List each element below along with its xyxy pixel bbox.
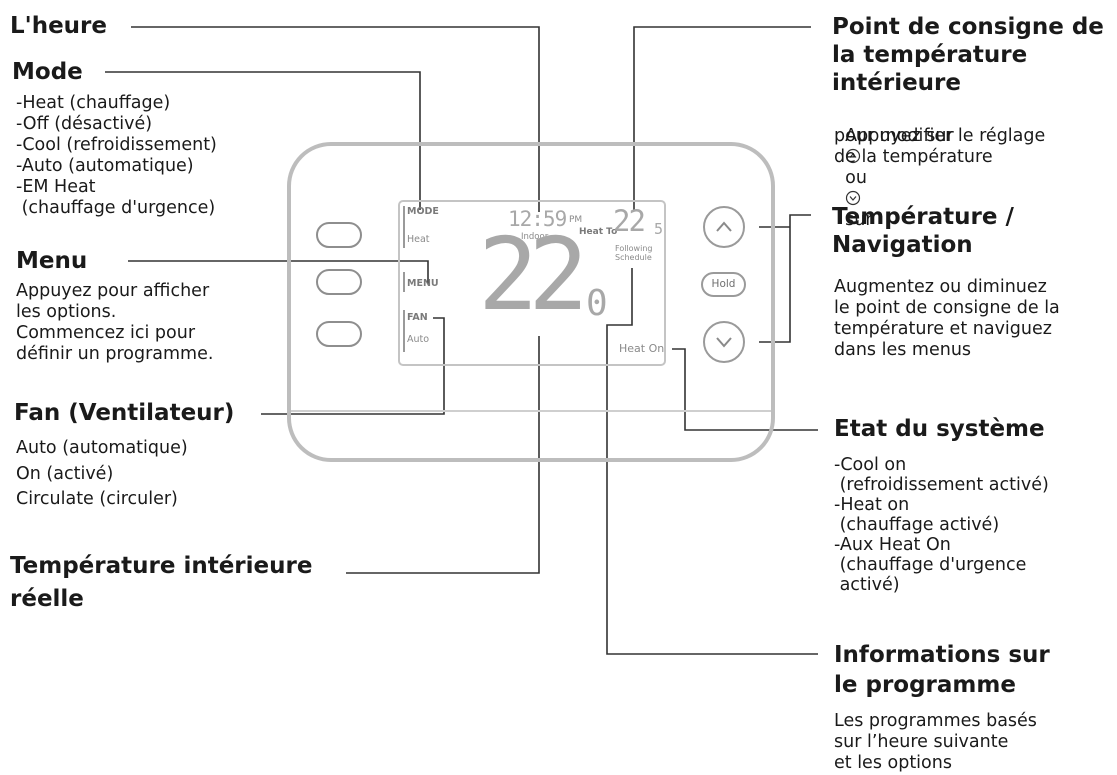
leader-setpoint <box>633 26 811 210</box>
display-heat-to-label: Heat To <box>579 227 618 237</box>
menu-callout-title: Menu <box>16 248 88 274</box>
thermostat-divider <box>291 410 771 412</box>
chevron-up-icon <box>716 221 732 232</box>
leader-menu <box>128 260 429 284</box>
time-callout-title: L'heure <box>10 13 107 39</box>
menu-indicator-bar <box>403 272 405 292</box>
fan-indicator-bar <box>403 310 405 352</box>
fan-button[interactable] <box>316 321 362 347</box>
display-following-label: Following <box>615 244 653 253</box>
down-button[interactable] <box>703 321 745 363</box>
system-callout-items: -Cool on (refroidissement activé) -Heat … <box>834 455 1049 595</box>
display-mode-value: Heat <box>407 234 430 245</box>
display-mode-label: MODE <box>407 206 439 217</box>
fan-callout-items: Auto (automatique) On (activé) Circulate… <box>16 438 188 509</box>
display-setpoint: 22 <box>613 204 646 238</box>
display-indoor-temperature-decimal: 0 <box>586 283 608 324</box>
display-indoor-temperature: 22 <box>478 216 588 333</box>
thermostat-screen <box>398 200 666 366</box>
leader-heure <box>131 26 540 212</box>
mode-callout-title: Mode <box>12 59 83 85</box>
mode-callout-items: -Heat (chauffage) -Off (désactivé) -Cool… <box>16 93 217 218</box>
indoor-callout-title-line1: Température intérieure <box>10 553 313 579</box>
indoor-callout-title-line2: réelle <box>10 586 84 612</box>
schedule-callout-description: Les programmes basés sur l’heure suivant… <box>834 711 1037 773</box>
schedule-callout-title: Informations sur le programme <box>834 642 1050 698</box>
navigation-callout-title: Température / Navigation <box>832 204 1014 258</box>
display-menu-label: MENU <box>407 278 439 289</box>
navigation-callout-description: Augmentez ou diminuez le point de consig… <box>834 277 1060 360</box>
setpoint-callout-description-line1: Appuyez sur ou sur <box>845 126 954 230</box>
display-time: 12:59 <box>508 207 567 231</box>
leader-mode <box>105 71 421 210</box>
menu-callout-description: Appuyez pour afficher les options. Comme… <box>16 281 214 364</box>
chevron-down-icon <box>716 337 732 348</box>
display-status: Heat On <box>619 342 665 355</box>
hold-button[interactable]: Hold <box>701 272 746 297</box>
menu-button[interactable] <box>316 269 362 295</box>
display-ampm: PM <box>569 215 583 225</box>
display-schedule-label: Schedule <box>615 253 652 262</box>
setpoint-callout-title: Point de consigne de la température inté… <box>832 14 1104 96</box>
display-indoor-label: Indoor <box>521 232 549 242</box>
leader-indoor <box>346 336 540 574</box>
display-setpoint-decimal: 5 <box>654 220 664 238</box>
leader-schedule <box>606 268 818 655</box>
thermostat-body <box>287 142 775 462</box>
fan-callout-title: Fan (Ventilateur) <box>14 400 235 426</box>
display-fan-value: Auto <box>407 334 430 345</box>
mode-indicator-bar <box>403 206 405 248</box>
up-circle-icon <box>846 148 861 164</box>
setpoint-callout-description: pour modifier le réglage de la températu… <box>834 126 1046 167</box>
up-button[interactable] <box>703 206 745 248</box>
down-circle-icon <box>846 190 861 206</box>
mode-button[interactable] <box>316 222 362 248</box>
display-fan-label: FAN <box>407 312 428 323</box>
system-callout-title: Etat du système <box>834 416 1045 442</box>
leader-fan <box>261 317 445 415</box>
